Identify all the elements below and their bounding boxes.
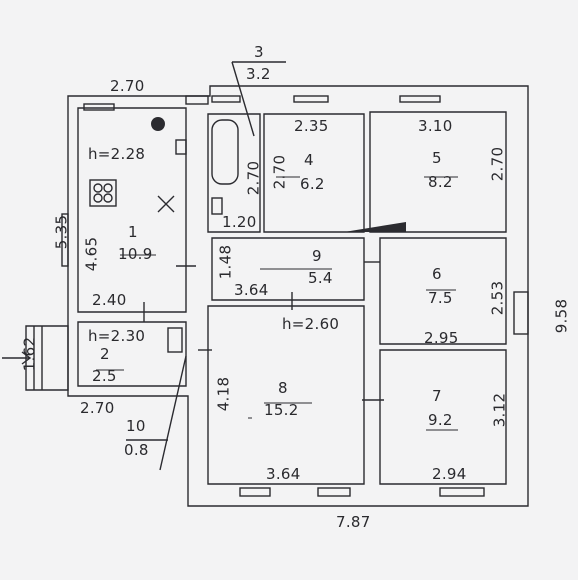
stove-burner [103, 183, 113, 193]
stove-burner [93, 183, 103, 193]
window [83, 103, 115, 111]
stove-burner [103, 193, 113, 203]
vent-icon [157, 195, 175, 213]
dim-room1-left: 4.65 [82, 236, 101, 272]
stair-mark [344, 222, 406, 232]
dim-room2-side: 1.62 [20, 336, 39, 372]
dim-room8-height: 4.18 [214, 376, 233, 412]
window [211, 95, 241, 103]
window [399, 95, 441, 103]
room-number: 9 [312, 247, 322, 265]
dim-room3-inner: 1.20 [222, 213, 257, 231]
inner-wall [207, 113, 261, 233]
room-area: 9.2 [428, 411, 453, 429]
inner-wall [77, 107, 187, 313]
dim-room6-width: 2.95 [424, 329, 459, 347]
room-number: 7 [432, 387, 442, 405]
dim-room4-height: 2.70 [270, 154, 289, 190]
inner-wall [369, 111, 507, 233]
window [185, 95, 209, 105]
room-number: 1 [128, 223, 138, 241]
sink [175, 139, 187, 155]
room-area: 6.2 [300, 175, 325, 193]
dim-porch-bottom: 2.70 [80, 399, 115, 417]
window [439, 487, 485, 497]
dim-total-bottom: 7.87 [336, 513, 371, 531]
boiler-icon [151, 117, 165, 131]
room-number: 4 [304, 151, 314, 169]
room-number: 3 [254, 43, 264, 61]
dim-room3-height: 2.70 [244, 160, 263, 196]
dim-room9-height: 1.48 [216, 244, 235, 280]
room-number: 8 [278, 379, 288, 397]
room-area: 5.4 [308, 269, 333, 287]
ceiling-height: h=2.28 [88, 145, 146, 163]
inner-wall [77, 321, 187, 387]
room-area: 0.8 [124, 441, 149, 459]
outer-wall [67, 85, 529, 507]
room-number: 5 [432, 149, 442, 167]
room-area: 8.2 [428, 173, 453, 191]
inner-wall [207, 305, 365, 485]
porch [25, 325, 69, 391]
room-number: 6 [432, 265, 442, 283]
dim-top-left: 2.70 [110, 77, 145, 95]
inner-wall [211, 237, 365, 301]
stove-burner [93, 193, 103, 203]
room-area: 15.2 [264, 401, 299, 419]
inner-wall [379, 349, 507, 485]
dim-total-right: 9.58 [552, 298, 571, 334]
room-number: 10 [126, 417, 146, 435]
window [239, 487, 271, 497]
dim-room9-width: 3.64 [234, 281, 269, 299]
dim-room1-bottom: 2.40 [92, 291, 127, 309]
bathtub [211, 119, 239, 185]
window [513, 291, 529, 335]
dim-room8-width: 3.64 [266, 465, 301, 483]
washbasin [211, 197, 223, 215]
ceiling-height: h=2.60 [282, 315, 340, 333]
dim-outer-left: 5.35 [52, 214, 71, 250]
room-area: 3.2 [246, 65, 271, 83]
room-area: 7.5 [428, 289, 453, 307]
stove [89, 179, 117, 207]
room-number: 2 [100, 345, 110, 363]
inner-wall [379, 237, 507, 345]
toilet [167, 327, 183, 353]
dim-room5-width: 3.10 [418, 117, 453, 135]
dim-room5-height: 2.70 [488, 146, 507, 182]
room-area: 2.5 [92, 367, 117, 385]
window [317, 487, 351, 497]
dim-room6-height: 2.53 [488, 280, 507, 316]
dim-room7-width: 2.94 [432, 465, 467, 483]
window [61, 213, 69, 267]
entry-arrow-icon [2, 351, 32, 365]
room-area: 10.9 [118, 245, 153, 263]
ceiling-height: h=2.30 [88, 327, 146, 345]
dim-room7-height: 3.12 [490, 392, 509, 428]
dim-room3-width: 2.35 [294, 117, 329, 135]
window [293, 95, 329, 103]
